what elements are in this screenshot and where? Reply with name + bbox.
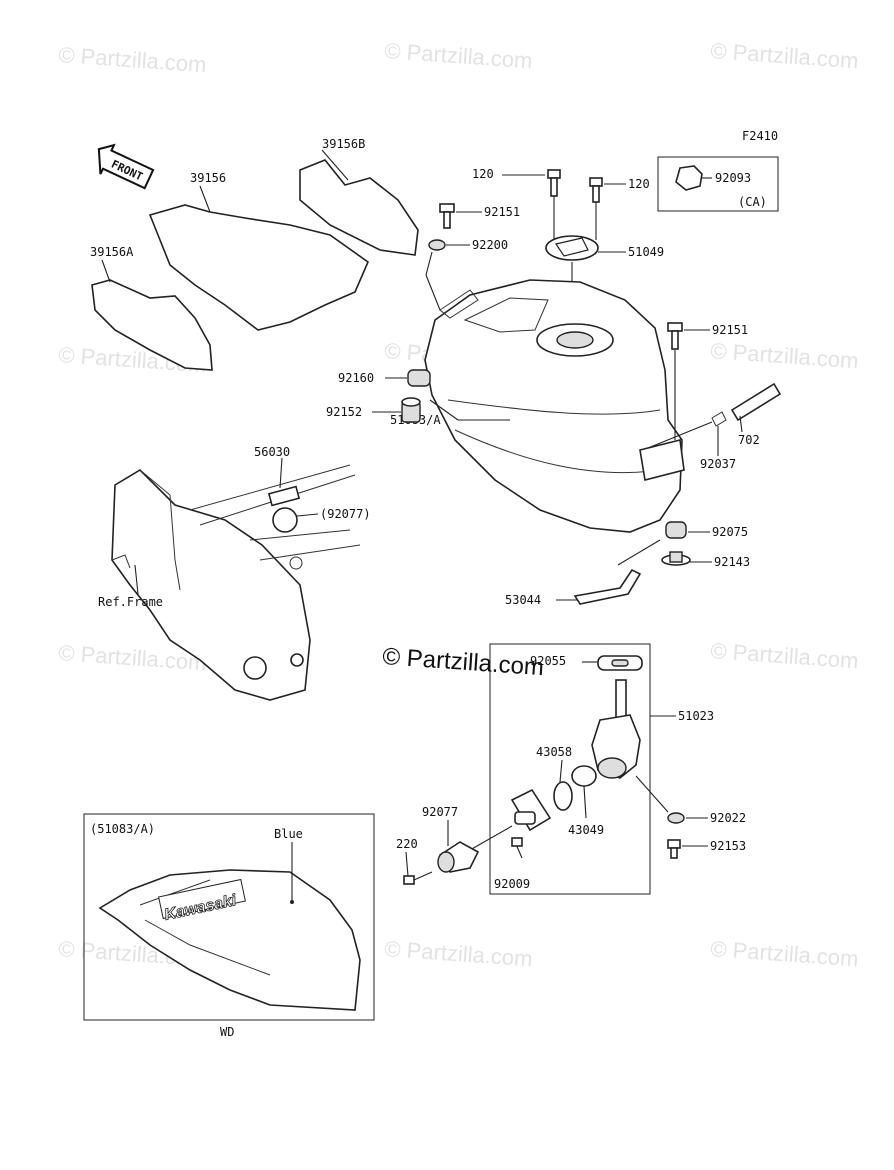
grommet-92075 [665,521,710,539]
label-92152: 92152 [326,405,362,419]
watermark-text: © Partzilla.com [710,338,860,373]
label-92151-right: 92151 [712,323,748,337]
watermark-text: © Partzilla.com [58,42,208,77]
label-120-right: 120 [628,177,650,191]
label-51023: 51023 [678,709,714,723]
label-92055: 92055 [530,654,566,668]
washer-92022 [667,812,708,824]
fuel-tank-51083 [424,279,685,533]
strap-53044 [556,539,661,605]
bolt-92151-upper [439,203,482,229]
collar-92152 [372,397,421,423]
washer-92200 [425,239,470,311]
fuel-cock-group-51023 [469,643,676,895]
bolt-92151-right [667,322,710,440]
label-702: 702 [738,433,760,447]
label-wd: WD [220,1025,234,1039]
label-220: 220 [396,837,418,851]
label-92077-paren: (92077) [320,507,371,521]
label-92009: 92009 [494,877,530,891]
label-92153: 92153 [710,839,746,853]
watermark-text: © Partzilla.com [710,936,860,971]
label-blue: Blue [274,827,303,841]
label-92037: 92037 [700,457,736,471]
label-ca: (CA) [738,195,767,209]
clamp-92037 [647,411,727,456]
center-watermark: © Partzilla.com [382,643,545,681]
fuel-cap-51049 [545,235,626,318]
label-92022: 92022 [710,811,746,825]
label-92075: 92075 [712,525,748,539]
label-92151-upper: 92151 [484,205,520,219]
label-39156: 39156 [190,171,226,185]
ref-frame [111,457,361,701]
bolt-120-right [589,177,626,240]
collar-92143 [661,551,712,566]
hose-702 [730,382,782,433]
label-43049: 43049 [568,823,604,837]
ca-variant-box [657,156,779,212]
inset-title: (51083/A) [90,822,155,836]
watermark-text: © Partzilla.com [384,936,534,971]
inset-box: Kawasaki [83,813,375,1021]
label-92160: 92160 [338,371,374,385]
pad-39156A [91,259,213,371]
label-92200: 92200 [472,238,508,252]
front-arrow-icon: FRONT [97,143,155,190]
label-92077: 92077 [422,805,458,819]
label-92093: 92093 [715,171,751,185]
figure-code: F2410 [742,129,778,143]
label-ref-frame: Ref.Frame [98,595,163,609]
knob-92077 [437,820,480,873]
label-120-left: 120 [472,167,494,181]
label-39156A: 39156A [90,245,134,259]
grommet-92160 [385,369,431,387]
watermark-text: © Partzilla.com [710,38,860,73]
bolt-92153 [667,839,708,859]
label-51049: 51049 [628,245,664,259]
pad-39156 [148,185,369,331]
screw-220 [403,851,433,885]
label-56030: 56030 [254,445,290,459]
label-53044: 53044 [505,593,541,607]
watermark-text: © Partzilla.com [384,38,534,73]
label-43058: 43058 [536,745,572,759]
bolt-120-left [502,169,561,240]
label-92143: 92143 [714,555,750,569]
watermark-text: © Partzilla.com [710,638,860,673]
label-39156B: 39156B [322,137,365,151]
pad-39156B [299,149,419,256]
